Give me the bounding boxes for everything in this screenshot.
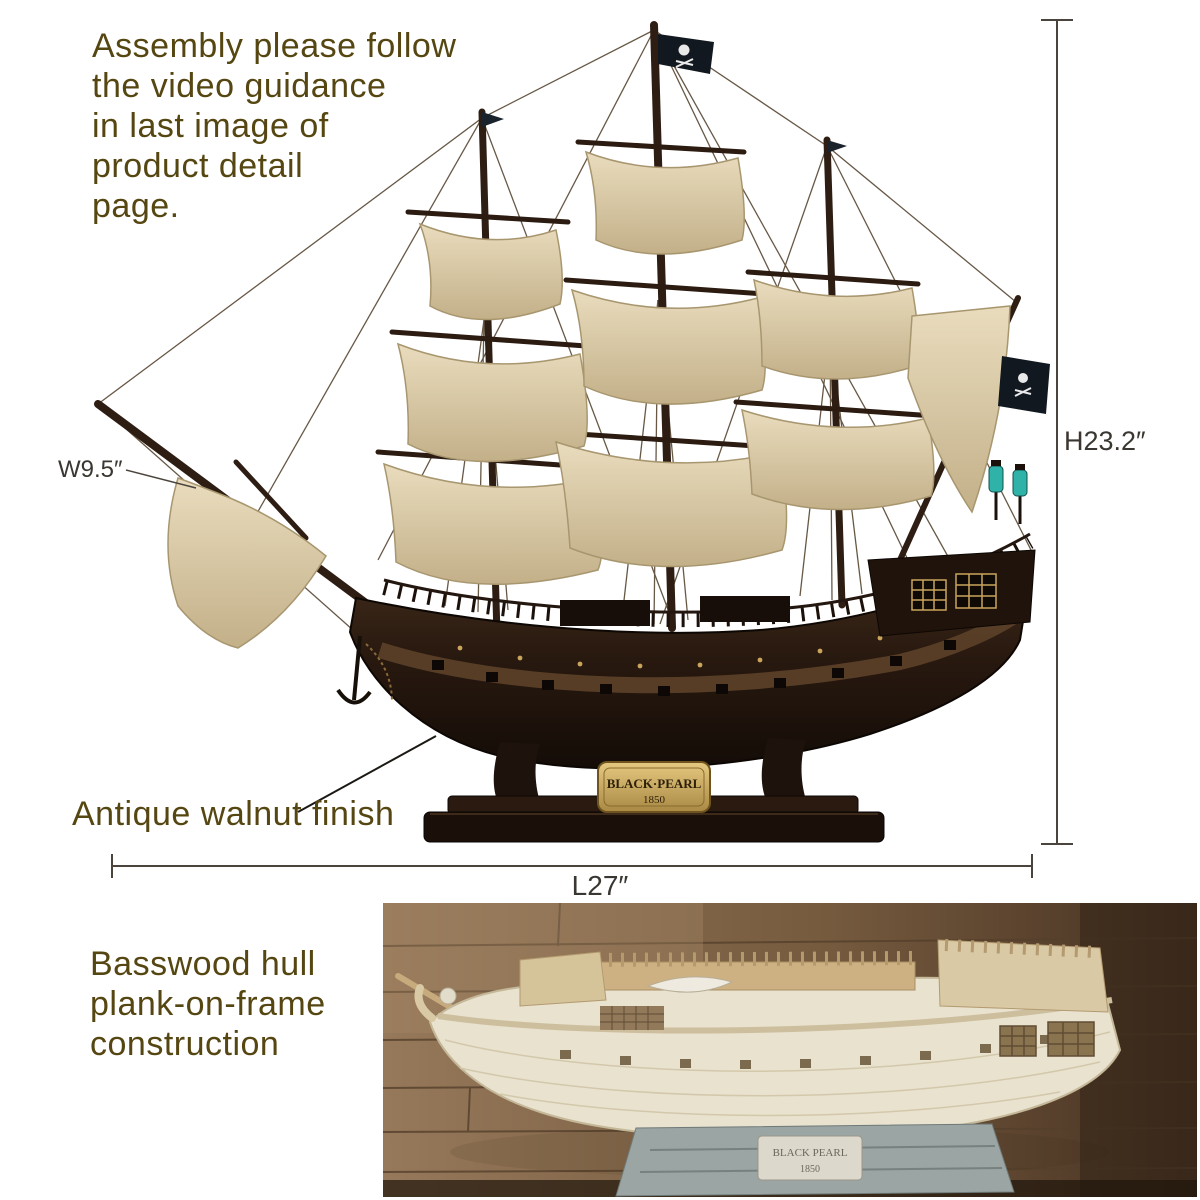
construction-annotation: Basswood hull plank-on-frame constructio…	[90, 944, 326, 1064]
nameplate-title: BLACK·PEARL	[607, 776, 702, 791]
detail-plaque-title: BLACK PEARL	[773, 1147, 848, 1159]
length-dimension-line	[111, 854, 1033, 878]
fore-topgallant-sail	[418, 222, 563, 321]
ship-nameplate: BLACK·PEARL 1850	[597, 761, 711, 813]
bowsprit-cross-spar	[233, 459, 309, 541]
main-topgallant-sail	[584, 150, 745, 255]
assembly-note-line: in last image of	[92, 107, 329, 145]
assembly-note: Assembly please follow the video guidanc…	[92, 26, 456, 226]
fore-topsail	[396, 342, 588, 463]
assembly-note-line: Assembly please follow	[92, 27, 457, 65]
detail-stand: BLACK PEARL 1850	[615, 1123, 1015, 1197]
height-dimension-label: H23.2″	[1064, 426, 1146, 456]
pirate-flag-stern	[998, 356, 1050, 414]
main-course-sail	[554, 440, 788, 568]
sails	[167, 150, 1011, 649]
deck-grating	[600, 1006, 664, 1030]
nameplate-year: 1850	[643, 794, 666, 806]
detail-plaque: BLACK PEARL 1850	[757, 1135, 863, 1181]
width-pointer-line	[125, 469, 197, 489]
assembly-note-line: product detail	[92, 147, 304, 185]
height-dimension-line	[1041, 19, 1073, 845]
fore-pennant	[482, 112, 504, 127]
detail-plaque-year: 1850	[800, 1164, 820, 1175]
main-topsail	[570, 288, 766, 405]
stern-castle	[867, 549, 1036, 637]
pirate-flag-main	[658, 34, 714, 74]
finish-annotation: Antique walnut finish	[72, 795, 395, 833]
ship-model-photo: BLACK·PEARL 1850	[94, 21, 1050, 843]
construction-line: construction	[90, 1025, 280, 1063]
basswood-hull-model	[395, 939, 1122, 1140]
finish-pointer-line	[297, 735, 437, 813]
construction-line: Basswood hull	[90, 945, 316, 983]
stern-window-grid	[911, 573, 997, 611]
stern-lanterns	[988, 460, 1028, 524]
length-dimension-label: L27″	[571, 870, 629, 901]
anchor	[336, 635, 393, 705]
deck-boat	[646, 976, 734, 993]
dimension-lines	[111, 19, 1073, 878]
assembly-note-line: the video guidance	[92, 67, 387, 105]
mizzen-course-sail	[741, 408, 935, 511]
assembly-note-line: page.	[92, 187, 180, 225]
fore-course-sail	[382, 462, 604, 585]
basswood-hull-photo: BLACK PEARL 1850	[383, 903, 1197, 1197]
width-dimension-label: W9.5″	[58, 456, 123, 483]
mizzen-pennant	[827, 140, 847, 153]
mizzen-topsail	[752, 278, 919, 380]
construction-line: plank-on-frame	[90, 985, 326, 1023]
jib-sail	[167, 477, 327, 649]
